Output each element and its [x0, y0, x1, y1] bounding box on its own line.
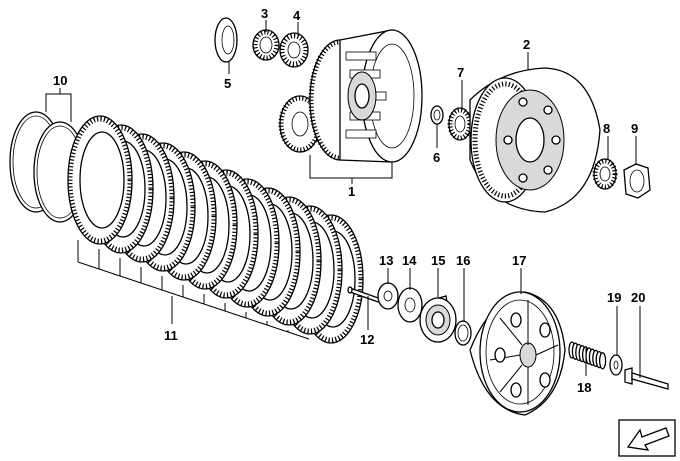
- clutch-plate: [67, 115, 133, 245]
- callout-15: 15: [431, 253, 445, 268]
- callout-16: 16: [456, 253, 470, 268]
- callout-17: 17: [512, 253, 526, 268]
- part-1-clutch-basket: [278, 29, 423, 163]
- part-6-circlip: [430, 105, 444, 125]
- callout-7: 7: [457, 65, 464, 80]
- callout-2: 2: [523, 37, 530, 52]
- callout-9: 9: [631, 121, 638, 136]
- part-19-washer: [609, 354, 623, 376]
- callout-8: 8: [603, 121, 610, 136]
- leader-lines: [45, 20, 641, 378]
- callout-5: 5: [224, 76, 231, 91]
- callout-6: 6: [433, 150, 440, 165]
- callout-1: 1: [348, 184, 355, 199]
- part-17-pressure-plate: [469, 291, 566, 416]
- part-20-bolt: [624, 367, 669, 390]
- part-13-washer: [377, 282, 399, 310]
- part-11-bracket: [77, 240, 310, 340]
- callout-10: 10: [53, 73, 67, 88]
- callout-20: 20: [631, 290, 645, 305]
- callout-labels: 1 2 3 4 5 6 7 8 9 10 11 12 13 14 15 16 1…: [53, 6, 645, 395]
- part-18-spring: [568, 341, 607, 370]
- part-14-washer: [397, 287, 423, 323]
- part-16-circlip: [454, 320, 472, 346]
- part-11-clutch-plates: [67, 115, 364, 344]
- part-9-nut: [623, 163, 651, 199]
- part-2-clutch-hub: [469, 67, 601, 213]
- part-7-lock-washer: [447, 107, 473, 141]
- part-15-ball-bearing: [419, 295, 457, 343]
- callout-4: 4: [293, 8, 301, 23]
- part-3-needle-bearing: [252, 29, 280, 61]
- callout-3: 3: [261, 6, 268, 21]
- part-4-needle-bearing: [279, 32, 309, 68]
- part-5-ring: [214, 17, 238, 63]
- part-8-lock-washer: [592, 158, 618, 190]
- callout-13: 13: [379, 253, 393, 268]
- direction-arrow-icon: [618, 419, 676, 457]
- callout-12: 12: [360, 332, 374, 347]
- callout-18: 18: [577, 380, 591, 395]
- callout-11: 11: [164, 328, 178, 343]
- callout-14: 14: [402, 253, 417, 268]
- callout-19: 19: [607, 290, 621, 305]
